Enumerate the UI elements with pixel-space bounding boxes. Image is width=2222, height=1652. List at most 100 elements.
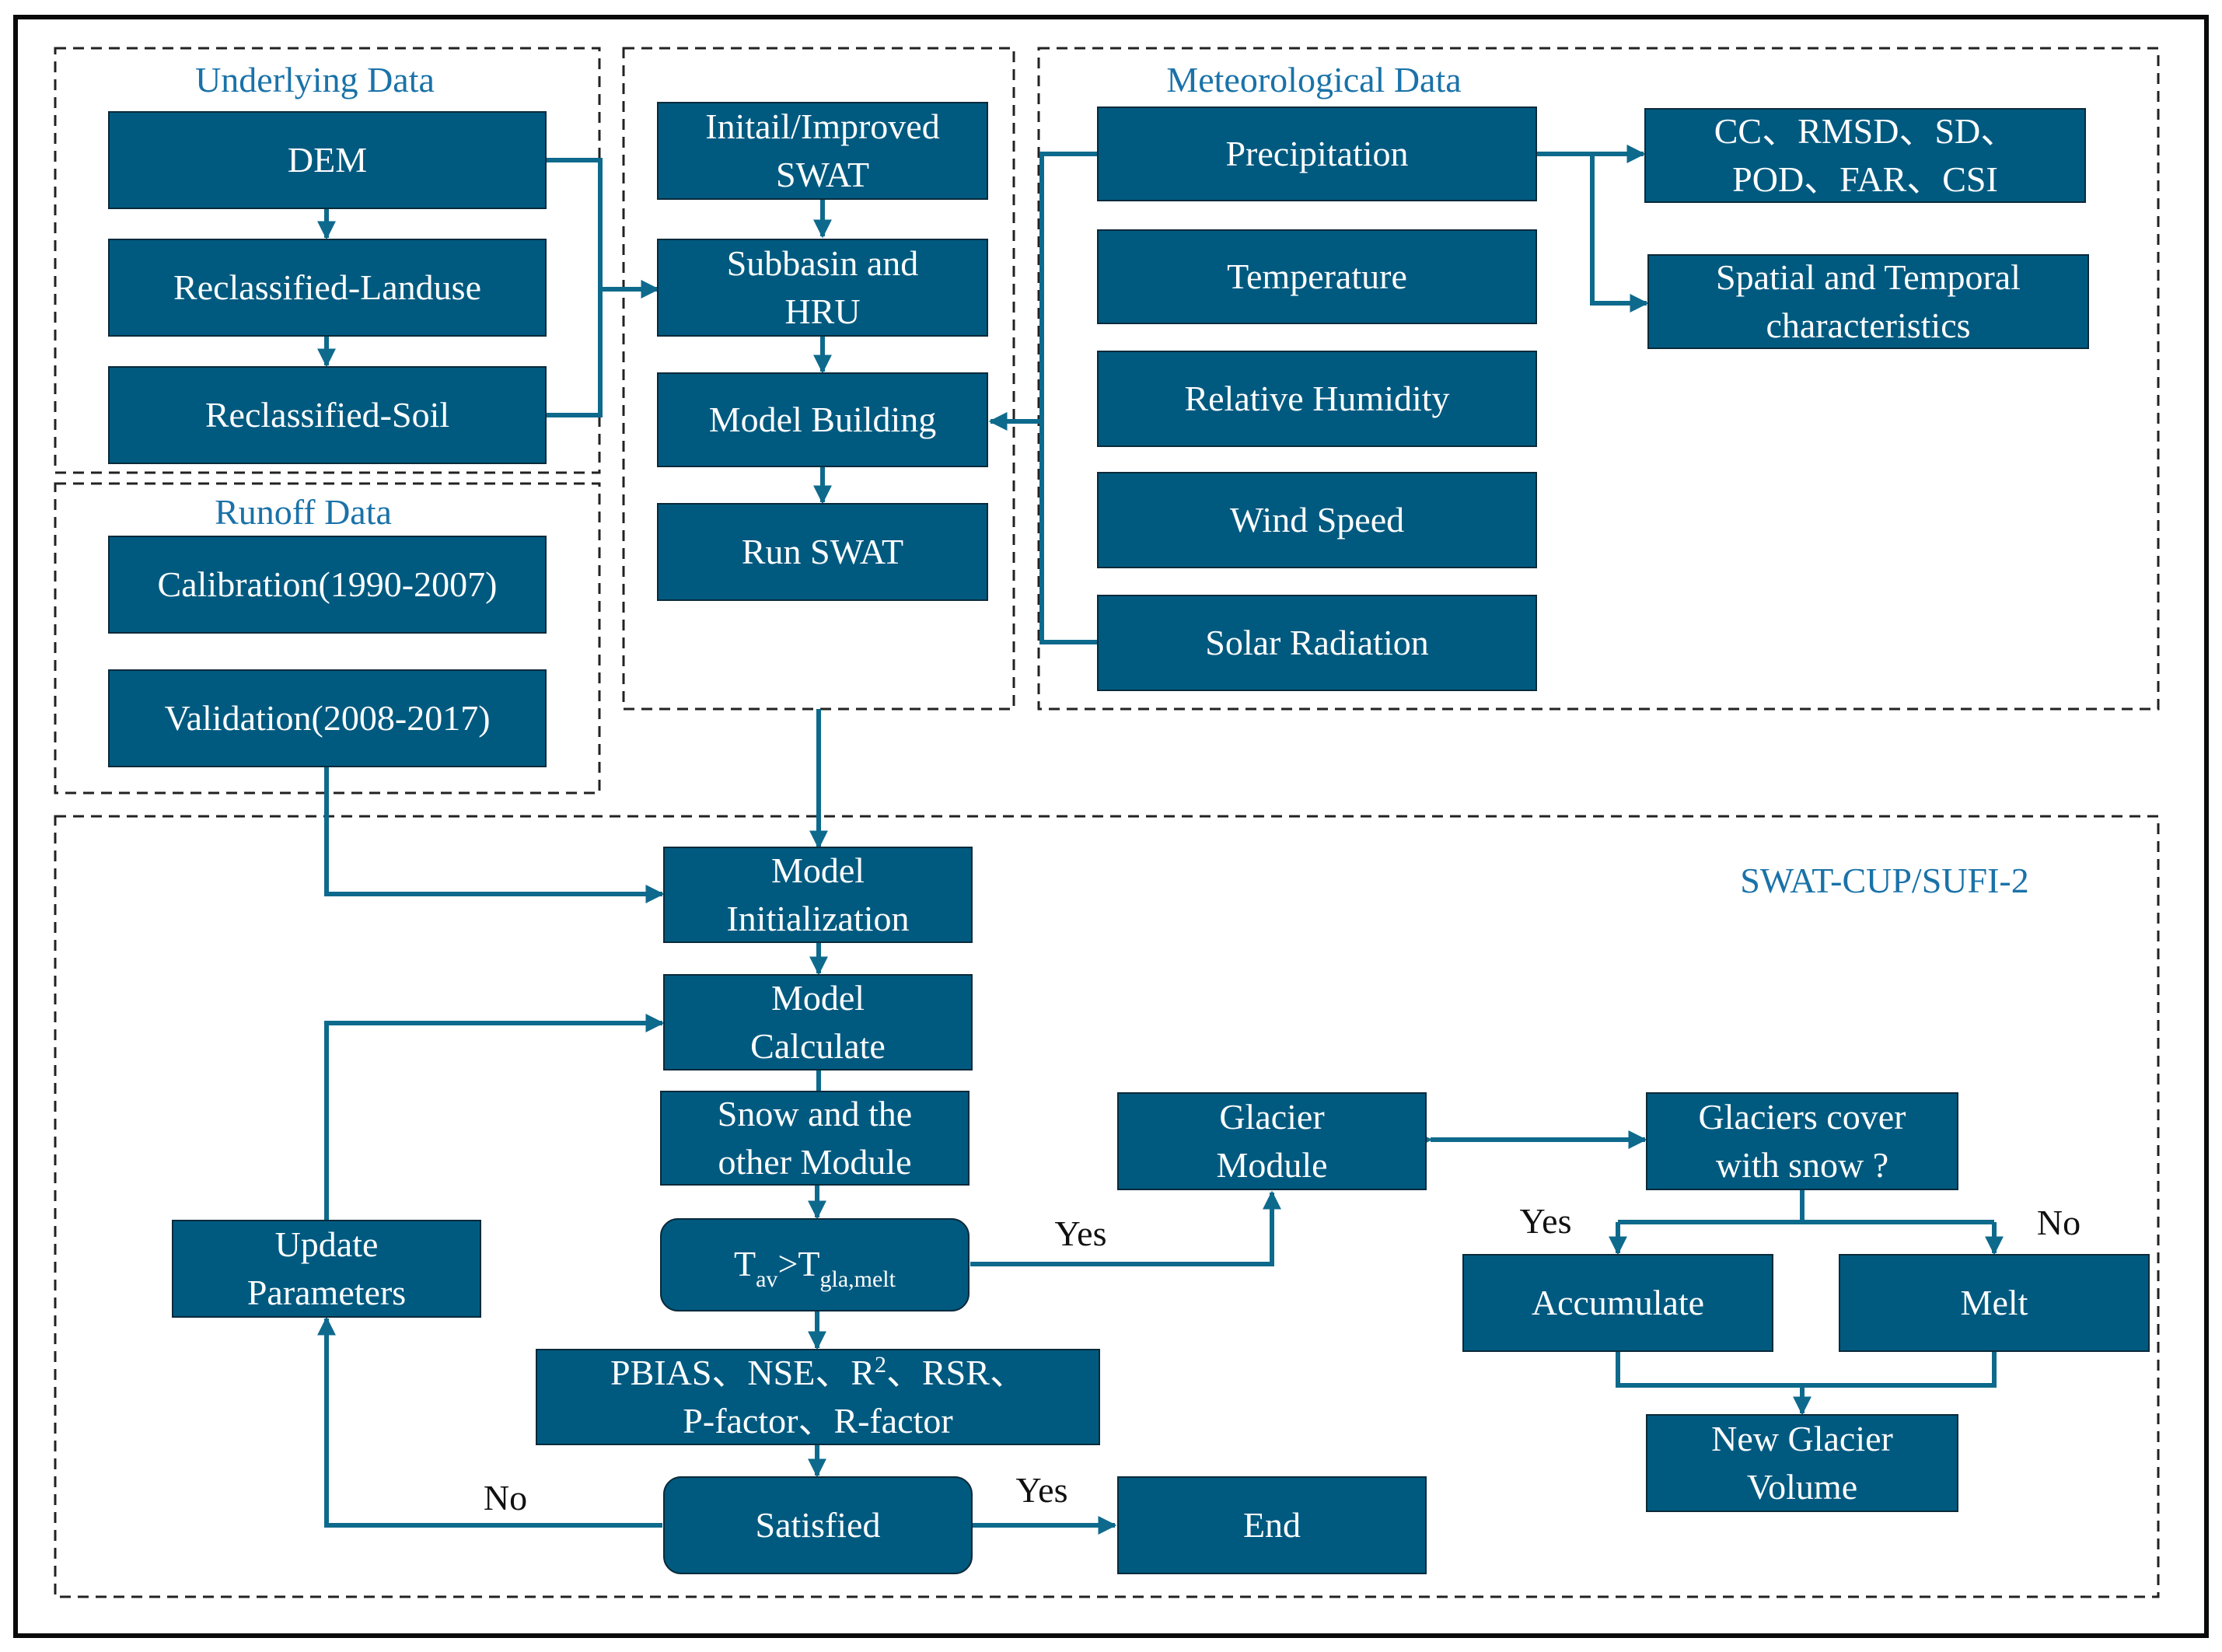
edge-satisfied-update bbox=[317, 1316, 662, 1528]
box-calibration: Calibration(1990-2007) bbox=[108, 536, 547, 634]
box-model-calc-label: Calculate bbox=[750, 1026, 886, 1066]
box-metrics-precip-label: CC、RMSD、SD、 bbox=[1714, 111, 2017, 151]
box-precipitation-shape bbox=[1097, 107, 1537, 201]
box-glacier-label: Module bbox=[1216, 1145, 1327, 1185]
box-melt-shape bbox=[1839, 1254, 2150, 1352]
box-swat-shape bbox=[657, 102, 988, 200]
box-run-swat-shape bbox=[657, 503, 988, 601]
box-validation-shape bbox=[108, 669, 547, 767]
swat-cup-title: SWAT-CUP/SUFI-2 bbox=[1740, 861, 2029, 900]
metrics-eval-part-a: PBIAS、NSE、R bbox=[610, 1353, 875, 1392]
box-glacier-cover: Glaciers cover with snow ? bbox=[1646, 1092, 1958, 1190]
condition-s1: av bbox=[756, 1266, 777, 1292]
box-satisfied: Satisfied bbox=[663, 1476, 973, 1574]
box-wind: Wind Speed bbox=[1097, 472, 1537, 568]
box-accumulate: Accumulate bbox=[1462, 1254, 1773, 1352]
box-solar: Solar Radiation bbox=[1097, 595, 1537, 691]
swat-cup-section bbox=[54, 815, 2160, 1598]
box-soil: Reclassified-Soil bbox=[108, 366, 547, 464]
box-temperature: Temperature bbox=[1097, 229, 1537, 324]
box-swat-label: SWAT bbox=[776, 155, 869, 194]
box-landuse-shape bbox=[108, 239, 547, 337]
box-calibration-shape bbox=[108, 536, 547, 634]
box-model-building-label: Model Building bbox=[709, 400, 937, 439]
section-frames bbox=[54, 47, 2160, 1598]
connectors bbox=[317, 145, 2004, 1535]
box-metrics-eval: PBIAS、NSE、R2、RSR、P-factor、R-factor bbox=[536, 1349, 1100, 1445]
edge-condition-glacier bbox=[970, 1190, 1281, 1266]
edge-merge-left bbox=[1616, 1351, 1997, 1388]
box-model-init-label: Model bbox=[771, 850, 865, 890]
box-calibration-label: Calibration(1990-2007) bbox=[158, 564, 498, 604]
box-metrics-precip: CC、RMSD、SD、POD、FAR、CSI bbox=[1644, 108, 2086, 203]
box-snow-label: Snow and the bbox=[718, 1094, 912, 1133]
box-spatial-label: characteristics bbox=[1766, 306, 1970, 345]
box-update-label: Parameters bbox=[247, 1273, 406, 1312]
condition-s2: gla,melt bbox=[820, 1266, 896, 1292]
edge-update-calc bbox=[324, 1014, 665, 1221]
box-condition: Tav>Tgla,melt bbox=[660, 1218, 970, 1311]
edge-soil-merge bbox=[546, 289, 603, 417]
box-snow-shape bbox=[660, 1091, 970, 1186]
box-new-volume-shape bbox=[1646, 1414, 1958, 1512]
box-subbasin-label: Subbasin and bbox=[727, 243, 919, 283]
runoff-data-section bbox=[54, 482, 601, 795]
swat-section bbox=[622, 47, 1015, 711]
box-glacier-label: Glacier bbox=[1219, 1097, 1324, 1137]
metrics-eval-part-b: 、RSR、 bbox=[886, 1353, 1025, 1392]
box-end: End bbox=[1117, 1476, 1427, 1574]
metrics-eval-line2: P-factor、R-factor bbox=[683, 1401, 952, 1441]
outer-frame bbox=[13, 15, 2209, 1638]
box-accumulate-label: Accumulate bbox=[1532, 1283, 1704, 1322]
box-dem-label: DEM bbox=[288, 140, 367, 180]
edge-dem-subbasin bbox=[546, 158, 660, 299]
box-model-init-shape bbox=[663, 847, 973, 943]
box-model-init-label: Initialization bbox=[726, 899, 909, 938]
box-glacier-cover-label: Glaciers cover bbox=[1699, 1097, 1906, 1137]
box-soil-shape bbox=[108, 366, 547, 464]
box-satisfied-label: Satisfied bbox=[756, 1505, 881, 1545]
box-new-volume-label: New Glacier bbox=[1711, 1419, 1893, 1458]
box-validation-label: Validation(2008-2017) bbox=[164, 698, 490, 738]
runoff-data-title: Runoff Data bbox=[215, 492, 392, 532]
box-snow-label: other Module bbox=[718, 1142, 911, 1182]
condition-formula: Tav>Tgla,melt bbox=[734, 1244, 896, 1292]
box-model-building: Model Building bbox=[657, 372, 988, 467]
label-no-melt: No bbox=[2037, 1203, 2081, 1242]
box-validation: Validation(2008-2017) bbox=[108, 669, 547, 767]
box-spatial-shape bbox=[1647, 254, 2089, 349]
meteorological-data-section bbox=[1037, 47, 2160, 711]
box-spatial: Spatial and Temporal characteristics bbox=[1647, 254, 2089, 349]
box-accumulate-shape bbox=[1462, 1254, 1773, 1352]
condition-t1: T bbox=[734, 1244, 756, 1284]
box-humidity: Relative Humidity bbox=[1097, 351, 1537, 447]
box-satisfied-shape bbox=[663, 1476, 973, 1574]
meteorological-data-title: Meteorological Data bbox=[1166, 60, 1461, 100]
box-dem-shape bbox=[108, 111, 547, 209]
box-temperature-shape bbox=[1097, 229, 1537, 324]
box-condition-shape bbox=[660, 1218, 970, 1311]
box-subbasin-label: HRU bbox=[784, 292, 860, 331]
label-yes-accumulate: Yes bbox=[1520, 1201, 1572, 1241]
box-snow: Snow and the other Module bbox=[660, 1091, 970, 1186]
box-model-calc-label: Model bbox=[771, 978, 865, 1018]
box-precipitation: Precipitation bbox=[1097, 107, 1537, 201]
edge-precip-spatial bbox=[1590, 154, 1649, 313]
box-run-swat: Run SWAT bbox=[657, 503, 988, 601]
box-end-label: End bbox=[1243, 1505, 1301, 1545]
box-end-shape bbox=[1117, 1476, 1427, 1574]
box-spatial-label: Spatial and Temporal bbox=[1716, 257, 2021, 297]
box-precipitation-label: Precipitation bbox=[1225, 134, 1408, 173]
box-melt-label: Melt bbox=[1961, 1283, 2028, 1322]
box-glacier-cover-label: with snow ? bbox=[1716, 1145, 1888, 1185]
box-landuse: Reclassified-Landuse bbox=[108, 239, 547, 337]
box-swat-label: Initail/Improved bbox=[705, 107, 939, 146]
edge-met-bracket bbox=[1039, 152, 1098, 644]
box-wind-label: Wind Speed bbox=[1230, 500, 1404, 540]
